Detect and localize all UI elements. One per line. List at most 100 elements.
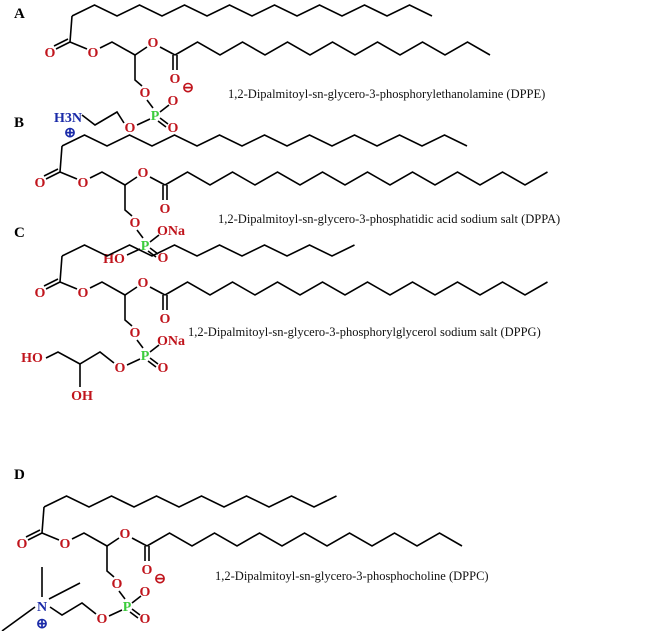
bond <box>131 537 148 547</box>
oxygen-atom: O <box>125 121 136 136</box>
panel-label-c: C <box>14 225 25 241</box>
bond <box>59 171 78 180</box>
bond <box>149 234 160 243</box>
oxygen-atom: O <box>148 36 159 51</box>
panel-label-d: D <box>14 467 25 483</box>
ammonium-group: H3N <box>54 111 82 126</box>
glycerol-backbone <box>89 281 138 296</box>
oxygen-atom: O <box>88 46 99 61</box>
bond <box>159 117 169 125</box>
oxygen-atom: O <box>138 276 149 291</box>
methyl-bond <box>48 582 81 600</box>
oxygen-atom: O <box>97 612 108 627</box>
bond <box>108 609 123 617</box>
bond <box>131 595 142 604</box>
phosphorus-atom: P <box>123 600 132 615</box>
palmitoyl-chain-sn1 <box>61 244 355 257</box>
bond <box>45 171 61 180</box>
palmitoyl-chain-sn2 <box>164 171 548 186</box>
glycerol-backbone <box>71 532 120 547</box>
hydroxyl-group: HO <box>103 252 125 267</box>
phosphorus-atom: P <box>141 239 150 254</box>
caption-dppc: 1,2-Dipalmitoyl-sn-glycero-3-phosphochol… <box>215 569 489 583</box>
hydroxyl-group: HO <box>21 351 43 366</box>
acyl-bond <box>69 15 73 43</box>
positive-charge-icon: ⊕ <box>36 617 48 631</box>
methyl-bond <box>1 606 36 631</box>
bond <box>149 357 159 365</box>
choline-chain <box>49 602 97 616</box>
bond <box>55 41 71 50</box>
oxygen-atom: O <box>140 86 151 101</box>
oxygen-atom: O <box>158 251 169 266</box>
oxygen-atom: O <box>140 612 151 627</box>
bond <box>53 38 69 47</box>
bond <box>25 529 41 538</box>
oxygen-atom: O <box>138 166 149 181</box>
bond <box>149 176 166 186</box>
caption-dppg: 1,2-Dipalmitoyl-sn-glycero-3-phosphorylg… <box>188 325 541 339</box>
bond <box>147 250 157 258</box>
oxygen-atom: O <box>78 286 89 301</box>
oxygen-atom: O <box>130 216 141 231</box>
oxygen-atom: O <box>60 537 71 552</box>
palmitoyl-chain-sn2 <box>164 281 548 296</box>
palmitoyl-chain-sn1 <box>43 495 337 508</box>
negative-charge-icon: ⊖ <box>182 81 194 96</box>
oxygen-atom: O <box>112 577 123 592</box>
bond <box>43 278 59 287</box>
acyl-bond <box>59 255 63 283</box>
ona-group: ONa <box>157 224 185 239</box>
bond <box>129 611 139 619</box>
bond <box>59 281 78 290</box>
bond <box>146 99 154 109</box>
oxygen-atom: O <box>160 202 171 217</box>
glycerol-backbone <box>99 41 148 56</box>
bond <box>136 229 144 239</box>
bond <box>45 281 61 290</box>
oxygen-atom: O <box>140 585 151 600</box>
bond <box>134 55 143 87</box>
acyl-bond <box>59 145 63 173</box>
bond <box>157 120 167 128</box>
oxygen-atom: O <box>35 286 46 301</box>
quaternary-nitrogen: N <box>37 600 47 615</box>
negative-charge-icon: ⊖ <box>154 572 166 587</box>
palmitoyl-chain-sn2 <box>146 532 463 547</box>
bond <box>149 344 160 353</box>
positive-charge-icon: ⊕ <box>64 126 76 141</box>
oxygen-atom: O <box>17 537 28 552</box>
oxygen-atom: O <box>78 176 89 191</box>
oxygen-atom: O <box>130 326 141 341</box>
caption-dppe: 1,2-Dipalmitoyl-sn-glycero-3-phosphoryle… <box>228 87 546 101</box>
oxygen-atom: O <box>160 312 171 327</box>
bond <box>149 286 166 296</box>
oxygen-atom: O <box>168 94 179 109</box>
palmitoyl-chain-sn1 <box>61 134 468 147</box>
bond <box>43 168 59 177</box>
oxygen-atom: O <box>158 361 169 376</box>
oxygen-atom: O <box>35 176 46 191</box>
bond <box>131 608 141 616</box>
bond <box>126 248 141 256</box>
bond <box>124 295 133 327</box>
bond <box>126 358 141 366</box>
phosphorus-atom: P <box>141 349 150 364</box>
bond <box>136 118 151 126</box>
acyl-bond <box>41 506 45 534</box>
bond <box>147 360 157 368</box>
bond <box>41 532 60 541</box>
bond <box>124 185 133 217</box>
oxygen-atom: O <box>142 563 153 578</box>
palmitoyl-chain-sn2 <box>174 41 491 56</box>
glycerol-headgroup <box>79 351 115 387</box>
oxygen-atom: O <box>115 361 126 376</box>
oxygen-atom: O <box>120 527 131 542</box>
bond <box>159 46 176 56</box>
bond <box>69 41 88 50</box>
oxygen-atom: O <box>170 72 181 87</box>
bond <box>27 532 43 541</box>
